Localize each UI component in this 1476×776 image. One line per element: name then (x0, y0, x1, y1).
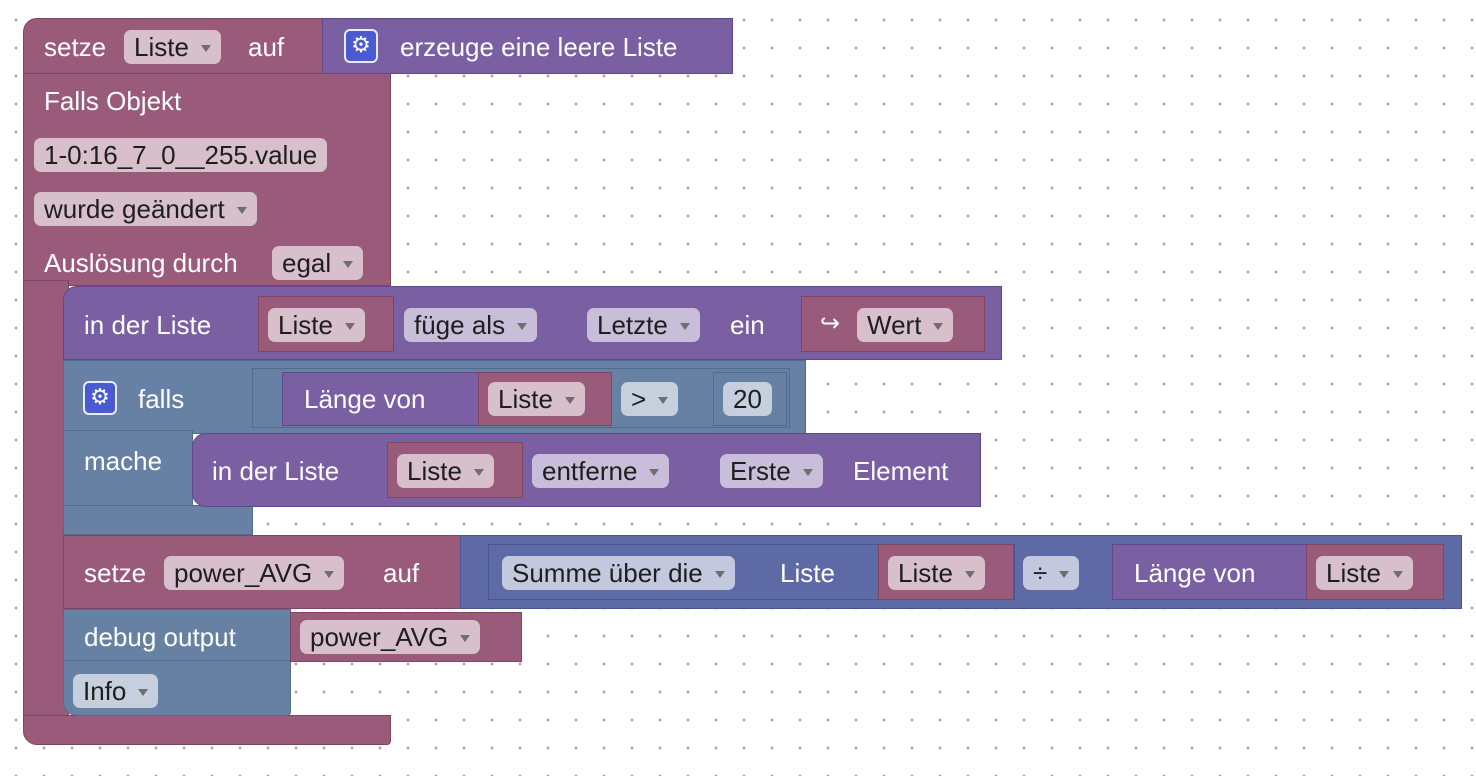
gear-icon[interactable]: ⚙ (83, 381, 117, 415)
avg-length-label: Länge von (1134, 558, 1256, 588)
gear-icon[interactable]: ⚙ (344, 29, 378, 63)
list-remove-list-text: Liste (407, 455, 462, 486)
event-block-bottom[interactable] (23, 715, 391, 745)
chevron-down-icon (1059, 570, 1070, 578)
if-list-text: Liste (498, 383, 553, 414)
set-list-auf-label: auf (248, 32, 285, 62)
if-operator-dropdown[interactable]: > (621, 382, 679, 416)
set-avg-setze-label: setze (84, 558, 147, 588)
list-remove-block[interactable] (192, 433, 981, 507)
chevron-down-icon (343, 260, 354, 268)
chevron-down-icon (933, 322, 944, 330)
chevron-down-icon (658, 396, 669, 404)
debug-label: debug output (84, 622, 236, 652)
chevron-down-icon (564, 396, 575, 404)
trigger-by-text: egal (282, 247, 332, 278)
list-insert-mode-text: füge als (414, 309, 506, 340)
sum-op-text: Summe über die (512, 557, 703, 588)
debug-variable-text: power_AVG (310, 621, 449, 652)
list-insert-mode-dropdown[interactable]: füge als (404, 308, 538, 342)
if-list-dropdown[interactable]: Liste (488, 382, 585, 416)
divide-operator-dropdown[interactable]: ÷ (1023, 556, 1080, 590)
debug-level-text: Info (83, 675, 127, 706)
list-insert-position-dropdown[interactable]: Letzte (587, 308, 700, 342)
event-block-spine[interactable] (23, 280, 69, 730)
avg-length-list-dropdown[interactable]: Liste (1316, 556, 1413, 590)
trigger-title: Falls Objekt (44, 86, 182, 116)
list-remove-element-label: Element (853, 456, 949, 486)
if-mache-label: mache (84, 446, 163, 476)
list-insert-list-text: Liste (278, 309, 333, 340)
chevron-down-icon (236, 206, 247, 214)
set-avg-variable-text: power_AVG (174, 557, 313, 588)
list-insert-value-dropdown[interactable]: Wert (857, 308, 954, 342)
if-length-label: Länge von (304, 384, 426, 414)
list-remove-position-text: Erste (730, 455, 791, 486)
if-block-spine[interactable] (63, 430, 193, 510)
list-insert-in-label: in der Liste (84, 310, 212, 340)
list-remove-mode-text: entferne (542, 455, 638, 486)
list-insert-list-dropdown[interactable]: Liste (268, 308, 365, 342)
chevron-down-icon (517, 322, 528, 330)
set-avg-variable-dropdown[interactable]: power_AVG (164, 556, 345, 590)
trigger-by-dropdown[interactable]: egal (272, 246, 364, 280)
chevron-down-icon (200, 44, 211, 52)
chevron-down-icon (714, 570, 725, 578)
create-empty-list-block[interactable] (322, 18, 733, 74)
chevron-down-icon (460, 634, 471, 642)
list-insert-value-text: Wert (867, 309, 922, 340)
trigger-object-id-field[interactable]: 1-0:16_7_0__255.value (34, 138, 328, 172)
create-empty-list-label: erzeuge eine leere Liste (400, 32, 678, 62)
if-number-text: 20 (733, 383, 762, 414)
set-list-setze-label: setze (44, 32, 107, 62)
chevron-down-icon (344, 322, 355, 330)
debug-level-dropdown[interactable]: Info (73, 674, 159, 708)
chevron-down-icon (679, 322, 690, 330)
if-block-bottom[interactable] (63, 505, 253, 535)
if-number-field[interactable]: 20 (723, 382, 772, 416)
trigger-condition-dropdown[interactable]: wurde geändert (34, 192, 257, 226)
debug-variable-dropdown[interactable]: power_AVG (300, 620, 481, 654)
trigger-by-label: Auslösung durch (44, 248, 238, 278)
trigger-condition-text: wurde geändert (44, 193, 225, 224)
list-insert-position-text: Letzte (597, 309, 668, 340)
return-arrow-icon: ↪ (820, 310, 841, 337)
chevron-down-icon (473, 468, 484, 476)
list-remove-in-label: in der Liste (212, 456, 340, 486)
sum-liste-label: Liste (780, 558, 835, 588)
set-list-variable-text: Liste (134, 31, 189, 62)
set-avg-auf-label: auf (383, 558, 420, 588)
sum-op-dropdown[interactable]: Summe über die (502, 556, 735, 590)
chevron-down-icon (802, 468, 813, 476)
avg-length-list-text: Liste (1326, 557, 1381, 588)
chevron-down-icon (964, 570, 975, 578)
if-operator-text: > (631, 383, 647, 414)
set-list-variable-dropdown[interactable]: Liste (124, 30, 221, 64)
chevron-down-icon (324, 570, 335, 578)
list-remove-position-dropdown[interactable]: Erste (720, 454, 823, 488)
divide-operator-text: ÷ (1033, 557, 1048, 588)
chevron-down-icon (138, 688, 149, 696)
chevron-down-icon (1392, 570, 1403, 578)
list-remove-mode-dropdown[interactable]: entferne (532, 454, 670, 488)
trigger-object-id-text: 1-0:16_7_0__255.value (44, 139, 318, 170)
list-remove-list-dropdown[interactable]: Liste (397, 454, 494, 488)
sum-list-dropdown[interactable]: Liste (888, 556, 985, 590)
list-insert-ein-label: ein (730, 310, 765, 340)
sum-list-text: Liste (898, 557, 953, 588)
chevron-down-icon (649, 468, 660, 476)
if-falls-label: falls (138, 384, 185, 414)
